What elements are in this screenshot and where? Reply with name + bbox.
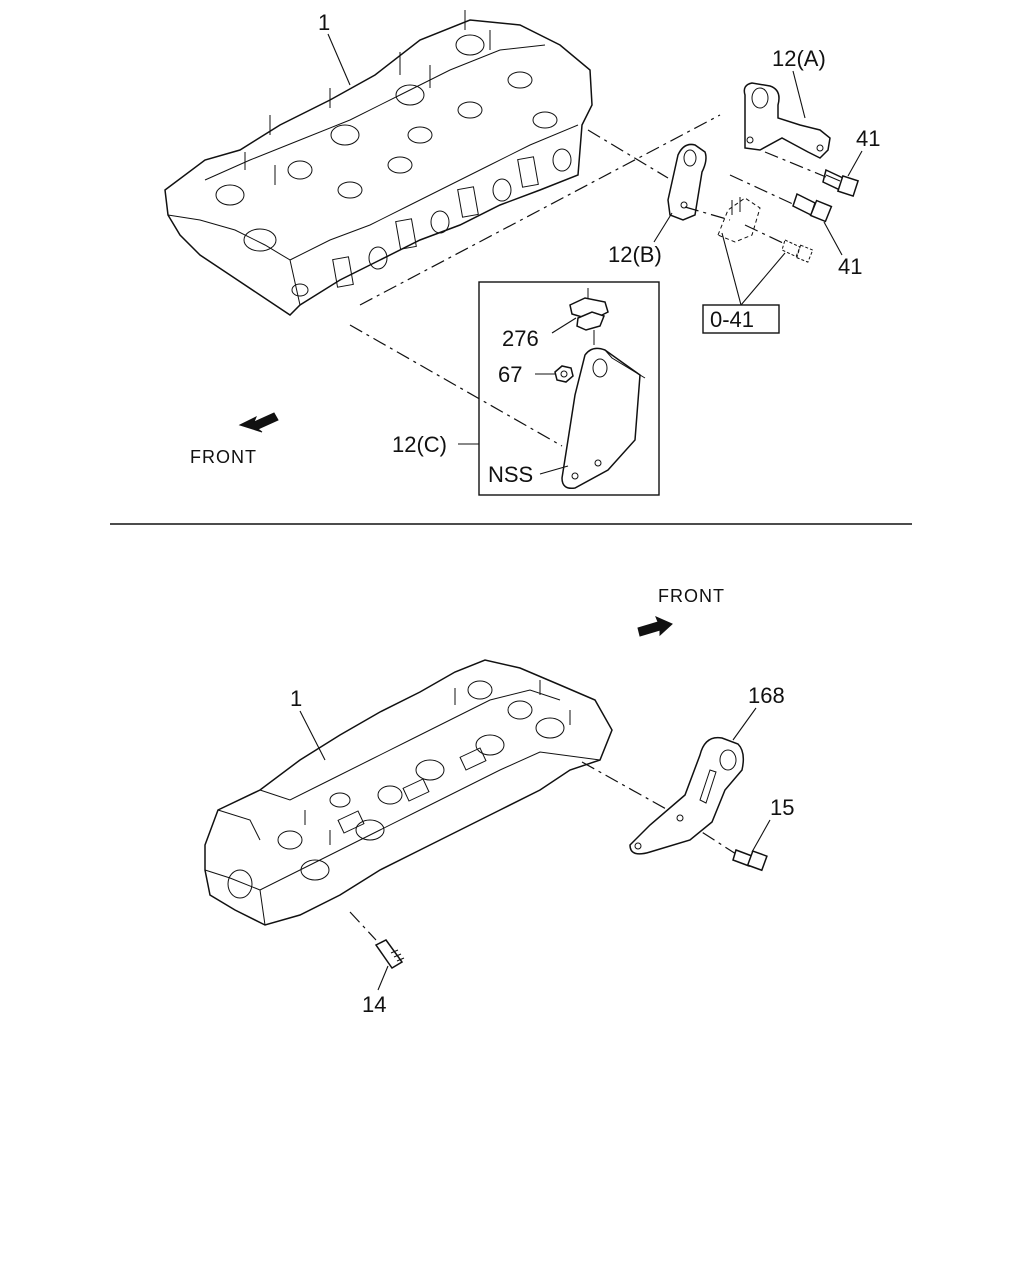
bolt-41-lower xyxy=(781,239,814,263)
label-front-top: FRONT xyxy=(190,447,257,467)
cylinder-head-bottom xyxy=(204,659,613,926)
detail-box-12c xyxy=(478,281,660,496)
label-cylinder-head-bottom: 1 xyxy=(290,686,302,711)
label-bracket-12c: 12(C) xyxy=(392,432,447,457)
label-nut-67: 67 xyxy=(498,362,522,387)
stud-14 xyxy=(374,939,405,970)
label-insulator-276: 276 xyxy=(502,326,539,351)
label-cylinder-head-top: 1 xyxy=(318,10,330,35)
label-bracket-12a: 12(A) xyxy=(772,46,826,71)
label-front-bottom: FRONT xyxy=(658,586,725,606)
front-arrow-top-icon xyxy=(238,412,279,433)
bracket-12b xyxy=(667,143,707,221)
bracket-group-0-41 xyxy=(717,197,761,243)
bracket-168 xyxy=(629,736,745,855)
label-bolt-41-upper: 41 xyxy=(856,126,880,151)
bracket-12c xyxy=(561,347,646,490)
front-arrow-bottom-icon xyxy=(637,616,673,637)
label-ref-0-41: 0-41 xyxy=(710,307,754,332)
bolt-41-middle xyxy=(792,192,833,223)
label-bracket-12b: 12(B) xyxy=(608,242,662,267)
label-stud-14: 14 xyxy=(362,992,386,1017)
label-bracket-168: 168 xyxy=(748,683,785,708)
cylinder-head-top xyxy=(164,10,593,316)
nut-67 xyxy=(554,365,574,383)
label-nss: NSS xyxy=(488,462,533,487)
label-bolt-15: 15 xyxy=(770,795,794,820)
bolt-41-upper xyxy=(822,168,860,198)
label-bolt-41-lower: 41 xyxy=(838,254,862,279)
bracket-12a xyxy=(743,82,831,159)
bolt-15 xyxy=(732,849,768,872)
insulator-276 xyxy=(569,288,609,345)
